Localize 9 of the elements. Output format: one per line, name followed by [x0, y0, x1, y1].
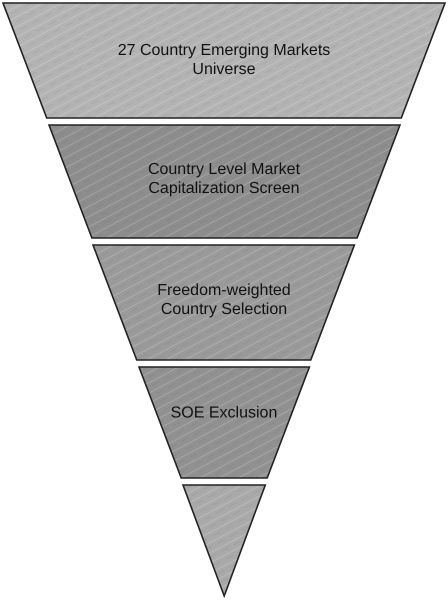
funnel-layer [48, 124, 400, 239]
funnel-layer [92, 244, 356, 361]
funnel-layer [2, 2, 446, 119]
funnel-layer [182, 484, 266, 597]
layer-label: Freedom-weighted Country Selection [156, 281, 292, 319]
funnel-layer [138, 366, 310, 479]
layer-label: Country Level Market Capitalization Screen [146, 160, 302, 198]
layer-label: 27 Country Emerging Markets Universe [116, 41, 332, 79]
layer-label: SOE Exclusion [170, 404, 278, 422]
